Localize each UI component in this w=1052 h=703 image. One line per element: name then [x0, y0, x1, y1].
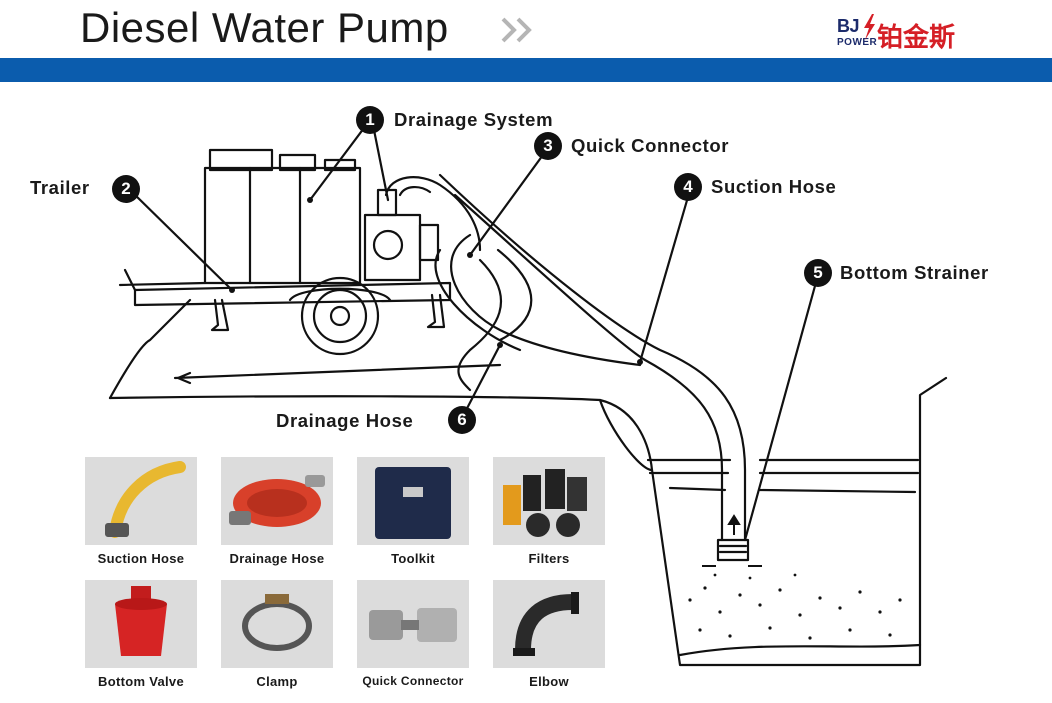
part-label: Bottom Valve	[98, 674, 184, 689]
ground-line	[108, 298, 192, 400]
callout-drainage-hose: Drainage Hose	[276, 410, 414, 431]
page-title: Diesel Water Pump	[80, 4, 449, 51]
part-elbow: Elbow	[493, 580, 605, 689]
part-label: Drainage Hose	[229, 551, 325, 566]
callout-badge-3: 3	[534, 132, 562, 160]
callout-badge-6: 6	[448, 406, 476, 434]
header-bar	[0, 58, 1052, 82]
part-label: Elbow	[529, 674, 569, 689]
double-chevron-icon	[501, 17, 532, 43]
quick-connector-icon	[357, 580, 469, 668]
engine-housing	[203, 166, 362, 285]
strainer	[716, 538, 750, 562]
brand-logo: BJ POWER 铂金斯	[835, 14, 975, 54]
wheel	[300, 276, 380, 356]
toolkit-icon	[357, 457, 469, 545]
callout-badge-4: 4	[674, 173, 702, 201]
callout-bottom-strainer: Bottom Strainer	[840, 262, 989, 283]
elbow-icon	[493, 580, 605, 668]
part-quick-connector: Quick Connector	[357, 580, 469, 688]
suction-hose-pipe	[438, 173, 747, 542]
part-bottom-valve: Bottom Valve	[85, 580, 197, 689]
suction-hose-icon	[85, 457, 197, 545]
logo-bj: BJ	[837, 16, 860, 36]
pump-diagram	[108, 118, 948, 667]
callout-suction-hose: Suction Hose	[711, 176, 837, 197]
logo-chinese-name: 铂金斯	[877, 22, 956, 52]
part-label: Filters	[528, 551, 570, 566]
clamp-icon	[221, 580, 333, 668]
callout-badge-2: 2	[112, 175, 140, 203]
drainage-hose-icon	[221, 457, 333, 545]
callout-drainage-system: Drainage System	[394, 109, 554, 130]
part-label: Toolkit	[391, 551, 435, 566]
filters-icon	[493, 457, 605, 545]
drainage-hose-pipe	[384, 176, 482, 252]
part-drainage-hose: Drainage Hose	[221, 457, 333, 566]
logo-power: POWER	[837, 37, 878, 48]
callout-badge-1: 1	[356, 106, 384, 134]
callout-badge-5: 5	[804, 259, 832, 287]
part-suction-hose: Suction Hose	[85, 457, 197, 566]
lightning-bolt-icon	[864, 14, 875, 40]
part-toolkit: Toolkit	[357, 457, 469, 566]
callout-trailer: Trailer	[30, 177, 90, 198]
part-filters: Filters	[493, 457, 605, 566]
header: Diesel Water Pump BJ POWER 铂金斯	[0, 0, 1052, 56]
part-label: Quick Connector	[362, 674, 464, 688]
trailer-frame	[133, 281, 452, 307]
part-label: Clamp	[256, 674, 298, 689]
part-label: Suction Hose	[97, 551, 185, 566]
water-tank	[598, 376, 948, 667]
callout-quick-connector: Quick Connector	[571, 135, 730, 156]
bottom-valve-icon	[85, 580, 197, 668]
sediment	[688, 573, 902, 640]
part-clamp: Clamp	[221, 580, 333, 689]
